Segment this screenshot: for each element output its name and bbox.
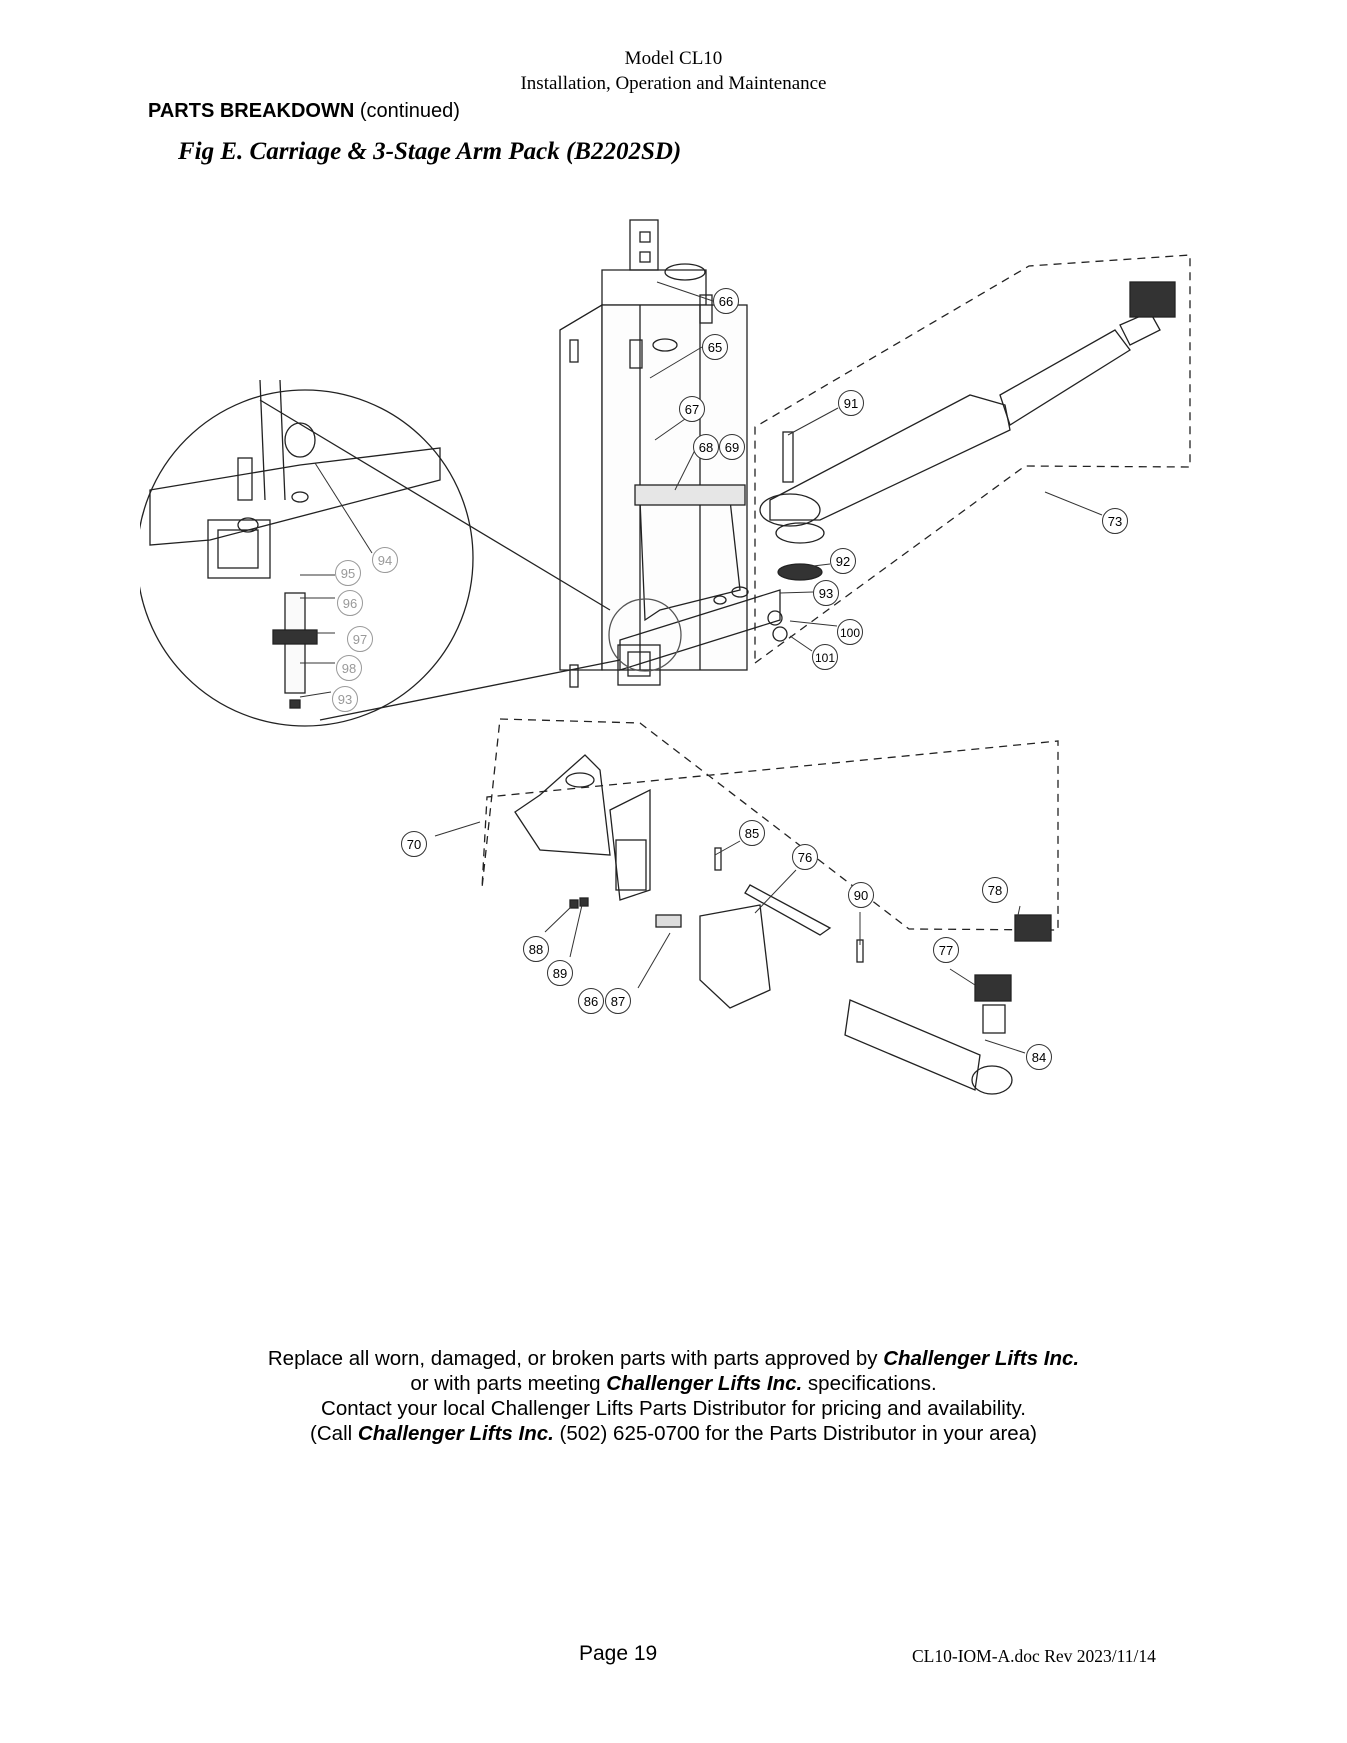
callout-92: 92 (830, 548, 856, 574)
svg-text:101: 101 (815, 651, 835, 665)
callout-88: 88 (523, 936, 549, 962)
svg-text:87: 87 (611, 994, 625, 1009)
callout-76: 76 (792, 844, 818, 870)
svg-text:91: 91 (844, 396, 858, 411)
callout-94: 94 (372, 547, 398, 573)
figure-title: Fig E. Carriage & 3-Stage Arm Pack (B220… (178, 138, 682, 165)
svg-text:95: 95 (341, 566, 355, 581)
callout-66: 66 (713, 288, 739, 314)
arm-pack-70-boundary (481, 718, 1059, 931)
callout-96: 96 (337, 590, 363, 616)
header-subtitle: Installation, Operation and Maintenance (520, 73, 827, 94)
svg-text:66: 66 (719, 294, 733, 309)
svg-text:100: 100 (840, 626, 860, 640)
notice-line-3: Contact your local Challenger Lifts Part… (321, 1397, 1026, 1420)
callout-84: 84 (1026, 1044, 1052, 1070)
notice-line-4-suffix: (502) 625-0700 for the Parts Distributor… (553, 1422, 1037, 1445)
notice-line-4-prefix: (Call (310, 1422, 358, 1445)
callout-101: 101 (812, 644, 838, 670)
callout-100: 100 (837, 619, 863, 645)
section-title: PARTS BREAKDOWN (148, 100, 355, 122)
callout-91: 91 (838, 390, 864, 416)
svg-text:70: 70 (407, 837, 421, 852)
svg-text:85: 85 (745, 826, 759, 841)
callout-89: 89 (547, 960, 573, 986)
svg-text:90: 90 (854, 888, 868, 903)
svg-text:68: 68 (699, 440, 713, 455)
callout-93: 93 (813, 580, 839, 606)
notice-line-2: or with parts meeting Challenger Lifts I… (0, 1371, 1347, 1396)
svg-text:78: 78 (988, 883, 1002, 898)
arm-70 (514, 754, 1052, 1095)
svg-text:73: 73 (1108, 514, 1122, 529)
svg-text:89: 89 (553, 966, 567, 981)
callout-85: 85 (739, 820, 765, 846)
svg-text:93: 93 (338, 692, 352, 707)
svg-text:93: 93 (819, 586, 833, 601)
callout-69: 69 (719, 434, 745, 460)
svg-text:69: 69 (725, 440, 739, 455)
notice-line-4: (Call Challenger Lifts Inc. (502) 625-07… (0, 1421, 1347, 1446)
magnified-detail (140, 379, 621, 727)
svg-text:76: 76 (798, 850, 812, 865)
company-name: Challenger Lifts Inc. (357, 1422, 554, 1445)
svg-text:67: 67 (685, 402, 699, 417)
company-name: Challenger Lifts Inc. (606, 1372, 803, 1395)
callout-73: 73 (1102, 508, 1128, 534)
section-heading: PARTS BREAKDOWN (continued) (148, 100, 460, 123)
notice-line-1-text: Replace all worn, damaged, or broken par… (267, 1347, 884, 1370)
notice-line-1: Replace all worn, damaged, or broken par… (0, 1346, 1347, 1371)
notice-line-2-text: or with parts meeting (410, 1372, 607, 1395)
callout-86: 86 (578, 988, 604, 1014)
svg-text:96: 96 (343, 596, 357, 611)
callout-77: 77 (933, 937, 959, 963)
carriage-column (559, 219, 748, 688)
callout-68: 68 (693, 434, 719, 460)
callout-90: 90 (848, 882, 874, 908)
callout-98: 98 (336, 655, 362, 681)
section-suffix: (continued) (359, 100, 460, 122)
callout-70: 70 (401, 831, 427, 857)
callout-93-detail: 93 (332, 686, 358, 712)
callout-95: 95 (335, 560, 361, 586)
header-model: Model CL10 (624, 48, 723, 69)
svg-text:88: 88 (529, 942, 543, 957)
callout-97: 97 (347, 626, 373, 652)
document-reference: CL10-IOM-A.doc Rev 2023/11/14 (912, 1646, 1156, 1666)
arm-73 (759, 281, 1176, 642)
callout-65: 65 (702, 334, 728, 360)
svg-text:84: 84 (1032, 1050, 1046, 1065)
svg-text:92: 92 (836, 554, 850, 569)
svg-text:86: 86 (584, 994, 598, 1009)
callout-78: 78 (982, 877, 1008, 903)
svg-text:98: 98 (342, 661, 356, 676)
svg-text:94: 94 (378, 553, 392, 568)
arm-pack-73-boundary (754, 254, 1191, 665)
svg-text:65: 65 (708, 340, 722, 355)
callout-87: 87 (605, 988, 631, 1014)
notice-line-2-suffix: specifications. (802, 1372, 937, 1395)
svg-text:97: 97 (353, 632, 367, 647)
carriage-slider (608, 484, 781, 686)
exploded-parts-diagram: 66 65 67 68 69 91 73 92 93 100 101 94 95… (140, 219, 1191, 1095)
callout-67: 67 (679, 396, 705, 422)
page-number: Page 19 (579, 1642, 658, 1665)
svg-text:77: 77 (939, 943, 953, 958)
parts-replacement-notice: Replace all worn, damaged, or broken par… (0, 1346, 1347, 1446)
company-name: Challenger Lifts Inc. (883, 1347, 1080, 1370)
